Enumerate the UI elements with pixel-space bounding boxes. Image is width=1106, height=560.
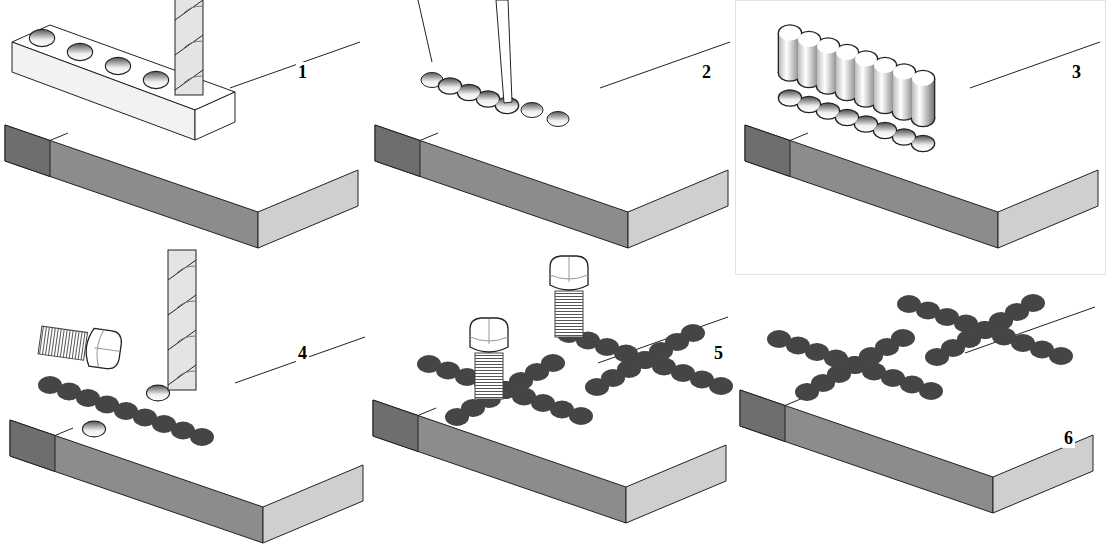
panel-number: 3 (1070, 62, 1083, 82)
step-6-finished-slots (740, 294, 1095, 513)
step-5-bolts (373, 256, 733, 523)
panel-number: 2 (700, 62, 713, 82)
step-4-cross-drilling (10, 250, 365, 543)
panel-number: 6 (1062, 428, 1075, 448)
step-3-removed-strip (745, 24, 1100, 248)
panel-frame (736, 1, 1106, 275)
step-1-drilling-jig (5, 0, 360, 248)
panel-number: 5 (712, 343, 725, 363)
panel-number: 4 (296, 343, 309, 363)
panel-number: 1 (296, 62, 309, 82)
step-2-chiselling (375, 0, 730, 248)
